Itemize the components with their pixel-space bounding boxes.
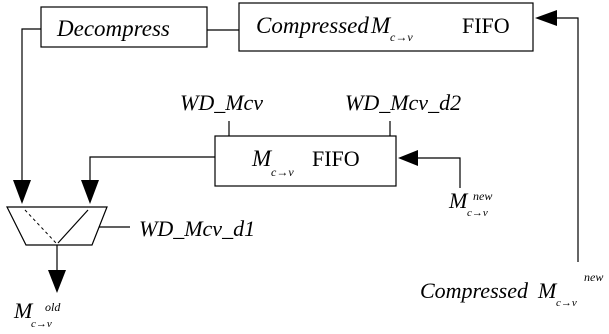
mcv-fifo-input-arrow <box>398 150 418 166</box>
mcv-fifo-sub: c→v <box>271 165 294 179</box>
wd-mcv-d1-label: WD_Mcv_d1 <box>139 216 255 241</box>
m-new-label: M c→v new <box>448 188 492 219</box>
compressed-fifo-prefix: Compressed <box>256 13 369 38</box>
m-new-input-wire <box>398 150 461 188</box>
compressed-m-new-sub: c→v <box>556 297 577 309</box>
m-old-sup: old <box>45 300 61 314</box>
m-old-var: M <box>13 298 34 323</box>
m-old-label: M c→v old <box>13 298 61 330</box>
wd-mcv-d2-label: WD_Mcv_d2 <box>345 90 461 115</box>
mcv-fifo-block: M c→v FIFO <box>214 135 397 187</box>
mcv-fifo-suffix: FIFO <box>312 146 360 171</box>
mcv-fifo-var: M <box>251 146 273 171</box>
fifo-to-mux-wire <box>81 156 215 204</box>
compressed-fifo-sub: c→v <box>390 30 413 44</box>
m-new-sub: c→v <box>467 207 488 219</box>
m-new-var: M <box>448 188 469 213</box>
mux-left-input-arrow <box>13 180 31 204</box>
mux-right-input-arrow <box>81 180 99 204</box>
compressed-fifo-var: M <box>370 13 392 38</box>
compressed-m-new-var: M <box>537 278 558 303</box>
decompress-label: Decompress <box>56 16 170 41</box>
compressed-fifo-input-arrow <box>535 10 557 26</box>
mux-output-wire <box>48 245 66 293</box>
compressed-m-new-label: Compressed M c→v new <box>420 270 603 309</box>
compressed-m-new-sup: new <box>584 270 603 284</box>
mux-dashed-path <box>24 209 57 244</box>
wd-mcv-label: WD_Mcv <box>180 90 263 115</box>
multiplexer <box>6 206 108 246</box>
compressed-fifo-block: Compressed M c→v FIFO <box>238 2 534 52</box>
compressed-m-new-prefix: Compressed <box>420 278 529 303</box>
decompress-to-mux-wire <box>13 28 41 204</box>
compressed-input-wire <box>535 10 579 262</box>
compressed-fifo-suffix: FIFO <box>462 13 510 38</box>
mux-solid-path <box>57 209 89 244</box>
m-old-sub: c→v <box>31 318 52 330</box>
m-new-sup: new <box>473 189 492 203</box>
decompress-block: Decompress <box>40 6 208 48</box>
mux-output-arrow <box>48 270 66 293</box>
